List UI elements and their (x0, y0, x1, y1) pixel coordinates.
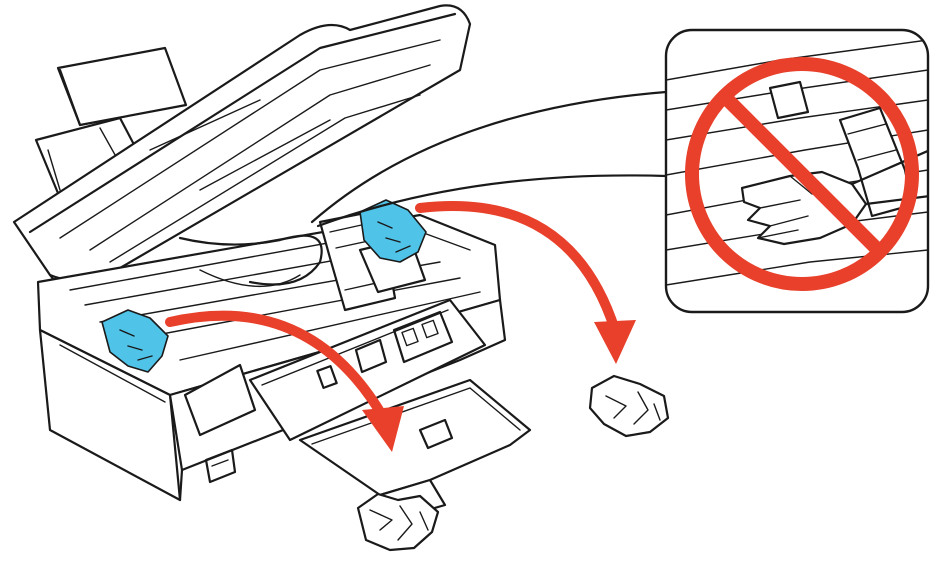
crumpled-paper-icon (358, 494, 438, 550)
printer-illustration (14, 5, 530, 518)
inset-callout (666, 30, 930, 312)
crumpled-paper-icon (590, 376, 668, 436)
